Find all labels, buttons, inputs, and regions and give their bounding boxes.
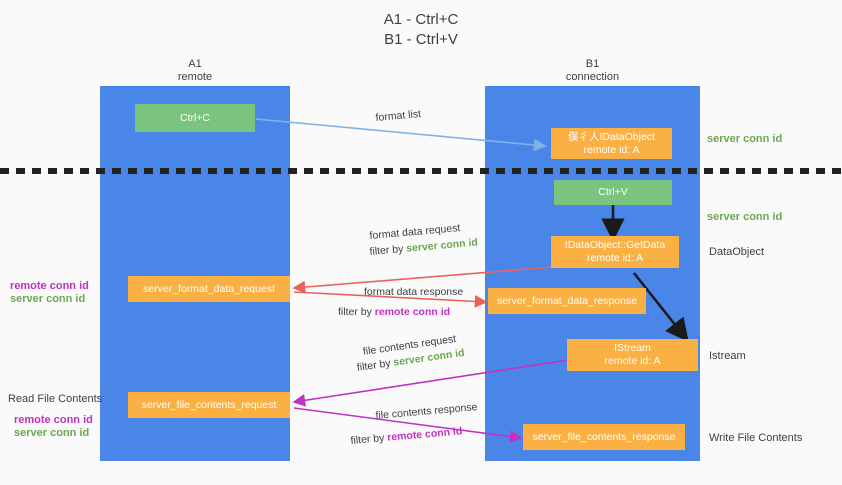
node-idataobject-top-line1: 俣彳人IDataObject	[568, 130, 655, 143]
node-getdata-line2: remote id: A	[586, 252, 644, 264]
filter-value: server conn id	[405, 236, 479, 255]
edge-label-file-contents-response-line1: file contents response	[375, 401, 478, 422]
filter-value: remote conn id	[374, 306, 451, 318]
node-istream-line1: IStream	[614, 342, 651, 354]
node-server-file-contents-response[interactable]: server_file_contents_response	[523, 424, 685, 450]
node-ctrl-v[interactable]: Ctrl+V	[554, 180, 672, 205]
left-label-remote-conn-id-1: remote conn id	[10, 280, 89, 292]
left-label-server-conn-id-2: server conn id	[14, 427, 90, 439]
node-istream[interactable]: IStream remote id: A	[567, 339, 698, 371]
right-label-server-conn-id-2: server conn id	[707, 211, 783, 223]
right-label-istream: Istream	[709, 350, 746, 362]
node-getdata[interactable]: IDataObject::GetData remote id: A	[551, 236, 679, 268]
filter-value: remote conn id	[386, 425, 463, 444]
node-server-file-contents-request[interactable]: server_file_contents_request	[128, 392, 290, 418]
filter-prefix: filter by	[356, 356, 395, 374]
node-idataobject-top[interactable]: 俣彳人IDataObject remote id: A	[551, 128, 672, 159]
node-ctrl-c[interactable]: Ctrl+C	[135, 104, 255, 132]
right-label-server-conn-id-1: server conn id	[707, 133, 783, 145]
filter-prefix: filter by	[369, 242, 407, 258]
edge-label-format-data-response-filter: filter by remote conn id	[338, 305, 450, 319]
node-istream-line2: remote id: A	[604, 355, 661, 367]
edge-label-format-data-response-line1: format data response	[364, 286, 464, 298]
node-server-format-data-response[interactable]: server_format_data_response	[488, 288, 646, 314]
diagram-title: A1 - Ctrl+C B1 - Ctrl+V	[383, 11, 459, 48]
left-label-read-file-contents: Read File Contents	[8, 393, 103, 405]
right-label-write-file-contents: Write File Contents	[709, 432, 803, 444]
filter-prefix: filter by	[338, 306, 375, 318]
right-label-dataobject: DataObject	[709, 246, 765, 258]
node-idataobject-top-line2: remote id: A	[583, 143, 640, 156]
node-getdata-line1: IDataObject::GetData	[564, 239, 666, 251]
edge-label-format-list: format list	[375, 108, 422, 124]
lane-header-left: A1 remote	[177, 58, 213, 83]
left-label-remote-conn-id-2: remote conn id	[14, 414, 93, 426]
lane-header-right: B1 connection	[565, 58, 620, 83]
dashed-separator	[0, 168, 842, 174]
node-server-format-data-request[interactable]: server_format_data_request	[128, 276, 290, 302]
left-label-server-conn-id-1: server conn id	[10, 293, 86, 305]
edge-label-file-contents-response-filter: filter by remote conn id	[350, 424, 463, 448]
filter-prefix: filter by	[350, 431, 388, 447]
